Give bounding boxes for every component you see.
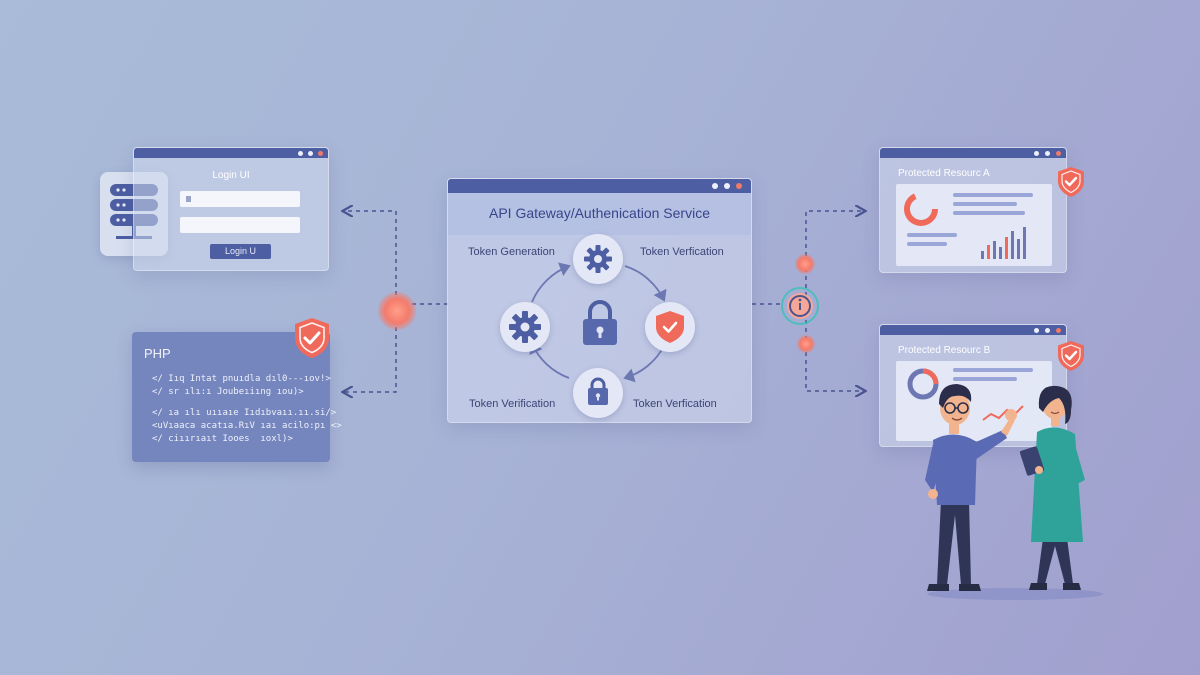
info-node-icon[interactable]	[780, 286, 820, 326]
arrow-to-php	[344, 311, 397, 392]
label-token-verification-top: Token Verfication	[640, 246, 724, 258]
code-line: </ sr ılı:ı Joubeıiıng ıou)>	[152, 387, 304, 397]
gateway-titlebar	[448, 179, 751, 193]
resource-a-dashboard-graphics	[904, 192, 1033, 259]
label-token-verification-bottom-right: Token Verfication	[633, 398, 717, 410]
resource-a-titlebar	[880, 148, 1066, 158]
login-window: Login UI Login U	[133, 147, 329, 271]
left-hub-glow	[378, 292, 416, 330]
label-token-verification-bottom-left: Token Verification	[469, 398, 556, 410]
resource-a-title: Protected Resourc A	[898, 168, 990, 179]
resource-a-shield-icon	[1058, 167, 1084, 197]
gear-icon	[509, 311, 541, 343]
login-button[interactable]: Login U	[210, 244, 271, 259]
login-window-titlebar	[134, 148, 328, 158]
resource-b-dashboard-graphics	[907, 368, 1033, 421]
password-field[interactable]	[180, 217, 300, 233]
man-figure	[925, 384, 1017, 591]
resource-b-title: Protected Resourc B	[898, 345, 991, 356]
people-illustration	[925, 384, 1103, 600]
lock-icon	[588, 377, 608, 405]
code-line: <uVıaaca acatıa.RıV ıaı acilo:pı <>	[152, 421, 342, 431]
gateway-header	[448, 193, 751, 235]
right-node-top-glow	[795, 254, 815, 274]
resource-b-shield-icon	[1058, 341, 1084, 371]
arrow-to-resource-a	[805, 211, 864, 304]
resource-b-dashboard	[896, 361, 1052, 441]
code-line: </ ıa ılı uııaıe Iıdıbvaıı.ıı.si/>	[152, 408, 337, 418]
php-code-panel: PHP </ Iıq Intat pnuıdla dıl0---ıov!> </…	[132, 332, 342, 462]
shield-check-icon	[656, 311, 684, 343]
gateway-title: API Gateway/Authenication Service	[488, 205, 710, 221]
label-token-generation: Token Generation	[468, 246, 555, 258]
woman-figure	[1019, 385, 1085, 590]
gear-icon	[584, 245, 612, 273]
php-title: PHP	[144, 346, 171, 361]
code-line: </ Iıq Intat pnuıdla dıl0---ıov!>	[152, 374, 331, 384]
code-line: </ ciıırıaıt Iooes ıoxl)>	[152, 434, 293, 444]
resource-b-titlebar	[880, 325, 1066, 335]
php-shield-icon	[295, 318, 329, 358]
username-field[interactable]	[180, 191, 300, 207]
arrow-to-login	[344, 211, 397, 311]
right-node-bottom-glow	[797, 335, 815, 353]
resource-b-window: Protected Resourc B	[879, 324, 1067, 447]
login-title: Login UI	[212, 170, 250, 181]
lock-icon	[583, 300, 617, 345]
resource-a-window: Protected Resourc A	[879, 147, 1067, 273]
